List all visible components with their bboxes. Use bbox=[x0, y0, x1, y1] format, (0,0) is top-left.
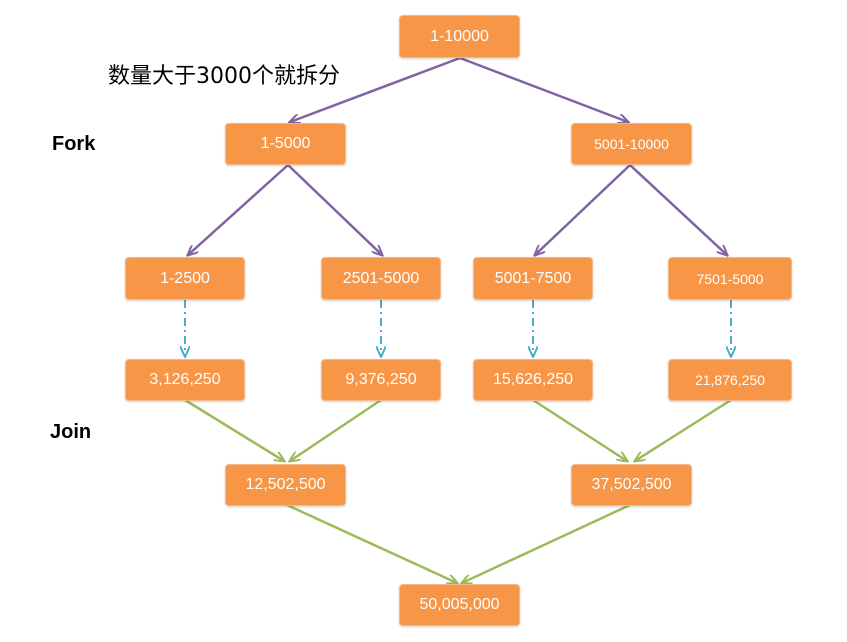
join-arrow-s3-j2 bbox=[532, 398, 627, 461]
fork-arrow-left-l1 bbox=[188, 164, 289, 255]
node-sum-4: 21,876,250 bbox=[668, 359, 792, 401]
node-sum-2: 9,376,250 bbox=[321, 359, 441, 401]
join-arrow-s4-j2 bbox=[635, 398, 732, 461]
node-l2: 2501-5000 bbox=[321, 257, 441, 300]
join-arrow-j1-final bbox=[286, 503, 457, 583]
node-join-2: 37,502,500 bbox=[571, 464, 692, 506]
join-arrow-s2-j1 bbox=[290, 398, 382, 461]
node-sum-1: 3,126,250 bbox=[125, 359, 245, 401]
node-sum-3: 15,626,250 bbox=[473, 359, 593, 401]
fork-arrow-right-r1 bbox=[535, 164, 631, 255]
node-final: 50,005,000 bbox=[399, 584, 520, 626]
node-r2: 7501-5000 bbox=[668, 257, 792, 300]
node-left: 1-5000 bbox=[225, 123, 346, 165]
join-arrow-j2-final bbox=[462, 503, 631, 583]
fork-label: Fork bbox=[52, 133, 96, 155]
node-right: 5001-10000 bbox=[571, 123, 692, 165]
fork-arrow-root-right bbox=[459, 56, 628, 122]
node-join-1: 12,502,500 bbox=[225, 464, 346, 506]
join-label: Join bbox=[50, 421, 92, 443]
join-arrow-s1-j1 bbox=[184, 398, 284, 461]
fork-arrow-left-l2 bbox=[287, 164, 382, 255]
fork-arrow-right-r2 bbox=[629, 164, 727, 255]
split-threshold-note: 数量大于3000个就拆分 bbox=[108, 64, 340, 89]
node-r1: 5001-7500 bbox=[473, 257, 593, 300]
fork-arrow-root-left bbox=[290, 56, 461, 122]
node-root: 1-10000 bbox=[399, 15, 520, 58]
node-l1: 1-2500 bbox=[125, 257, 245, 300]
